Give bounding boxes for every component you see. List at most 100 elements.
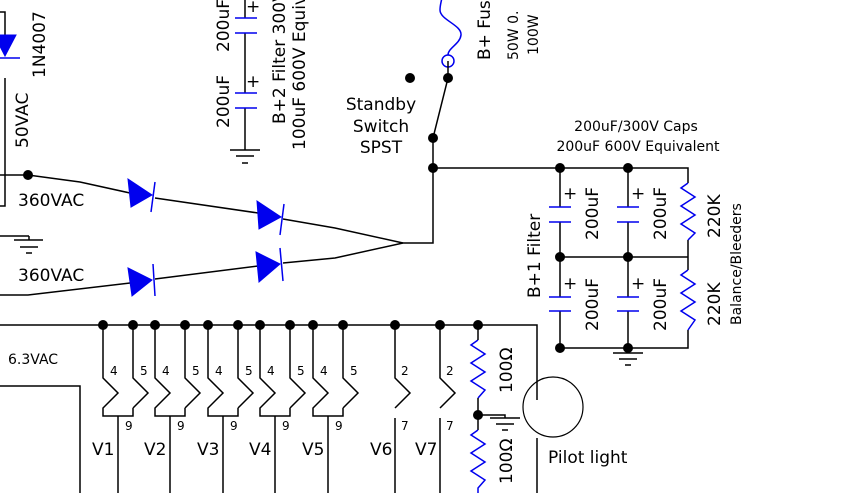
pin-number: 5 (192, 364, 200, 378)
pin-number: 7 (401, 419, 409, 433)
bias-voltage-label: 50VAC (13, 93, 33, 148)
junction-dot (233, 320, 243, 330)
plus-sign: + (563, 274, 577, 294)
junction-dot (180, 320, 190, 330)
cap-value: 200uF (583, 187, 603, 240)
hv-lower-label: 360VAC (18, 266, 84, 286)
pin-number: 9 (125, 419, 133, 433)
heater-icon (312, 325, 360, 493)
pin-number: 5 (245, 364, 253, 378)
plus-sign: + (631, 274, 645, 294)
hv-rectifier: 360VAC 360VAC (0, 168, 434, 297)
tube-heater-v3: 4 5 9V3 (197, 320, 255, 493)
junction-dot (255, 320, 265, 330)
diode-label: 1N4007 (30, 11, 50, 78)
tube-heater-v7: 2 7V7 (415, 320, 457, 493)
pin-number: 9 (177, 419, 185, 433)
b2-filter-label: B+2 Filter 300V (270, 0, 290, 124)
junction-dot (338, 320, 348, 330)
caps-title: 200uF/300V Caps (574, 119, 698, 135)
b1-filter-label: B+1 Filter (525, 214, 545, 298)
tube-heater-v2: 4 5 9V2 (144, 320, 202, 493)
tube-heater-v5: 4 5 9V5 (302, 320, 360, 493)
resistor-value: 100Ω (497, 348, 517, 393)
ground-icon (613, 352, 643, 366)
junction-dot (390, 320, 400, 330)
fuse-standby: B+ Fus 50W 0. 100W Standby Switch SPST (346, 0, 542, 168)
heater-icon (154, 325, 202, 493)
cap-value: 200uF (651, 187, 671, 240)
diode-icon (127, 177, 153, 208)
pin-number: 4 (110, 364, 118, 378)
plus-sign: + (563, 184, 577, 204)
standby-label-3: SPST (360, 138, 403, 158)
hv-upper-label: 360VAC (18, 191, 84, 211)
pin-number: 9 (282, 419, 290, 433)
cap-value: 200uF (583, 278, 603, 331)
resistor-icon (469, 339, 487, 399)
junction-dot (98, 320, 108, 330)
diode-1n4007-icon (0, 34, 17, 58)
pin-number: 5 (350, 364, 358, 378)
resistor-value: 220K (705, 194, 725, 238)
cap-value: 200uF (214, 75, 234, 128)
pilot-light-icon (522, 376, 584, 438)
caps-subtitle: 200uF 600V Equivalent (556, 139, 720, 155)
diode-icon (127, 267, 153, 297)
b2-filter: + + 200uF 200uF B+2 Filter 300V 100uF 60… (214, 0, 310, 164)
tube-label: V3 (197, 440, 219, 460)
cap-value: 200uF (651, 278, 671, 331)
diode-icon (256, 200, 282, 230)
heater-voltage: 6.3VAC (8, 352, 58, 368)
heater-icon (102, 325, 150, 493)
plus-sign: + (631, 184, 645, 204)
tube-label: V7 (415, 440, 437, 460)
bleeder-note: Balance/Bleeders (729, 203, 745, 325)
pin-number: 4 (215, 364, 223, 378)
pin-number: 2 (401, 364, 409, 378)
pin-number: 5 (140, 364, 148, 378)
ground-icon (14, 236, 43, 254)
standby-contact (405, 73, 415, 83)
standby-label-2: Switch (353, 117, 409, 137)
fuse-label: B+ Fus (475, 0, 495, 60)
fuse-rating-2: 100W (526, 14, 542, 55)
diode-icon (255, 251, 281, 284)
resistor-icon (679, 182, 697, 241)
pin-number: 4 (162, 364, 170, 378)
b1-filter: 200uF/300V Caps 200uF 600V Equivalent + … (428, 119, 745, 366)
resistor-icon (679, 269, 697, 331)
tube-heater-v1: 4 5 9V1 (92, 320, 150, 493)
pin-number: 9 (335, 419, 343, 433)
fuse-icon (439, 0, 462, 56)
fuse-rating: 50W 0. (506, 11, 522, 60)
resistor-icon (469, 429, 487, 493)
resistor-value: 220K (705, 282, 725, 326)
pin-number: 4 (320, 364, 328, 378)
heater-icon (207, 325, 255, 493)
tube-label: V2 (144, 440, 166, 460)
pin-number: 4 (267, 364, 275, 378)
standby-label: Standby (346, 95, 416, 115)
pin-number: 7 (446, 419, 454, 433)
ground-icon (230, 149, 260, 164)
tube-label: V5 (302, 440, 324, 460)
resistor-value: 100Ω (497, 439, 517, 484)
heater-icon (259, 325, 307, 493)
plus-sign: + (246, 72, 260, 92)
junction-dot (128, 320, 138, 330)
heater-icon (439, 325, 457, 493)
tube-heater-v6: 2 7V6 (370, 320, 412, 493)
pin-number: 9 (230, 419, 238, 433)
bias-supply: 1N4007 50VAC (0, 11, 50, 207)
tube-label: V6 (370, 440, 392, 460)
tube-label: V1 (92, 440, 114, 460)
tube-label: V4 (249, 440, 271, 460)
junction-dot (435, 320, 445, 330)
pin-number: 2 (446, 364, 454, 378)
junction-dot (150, 320, 160, 330)
